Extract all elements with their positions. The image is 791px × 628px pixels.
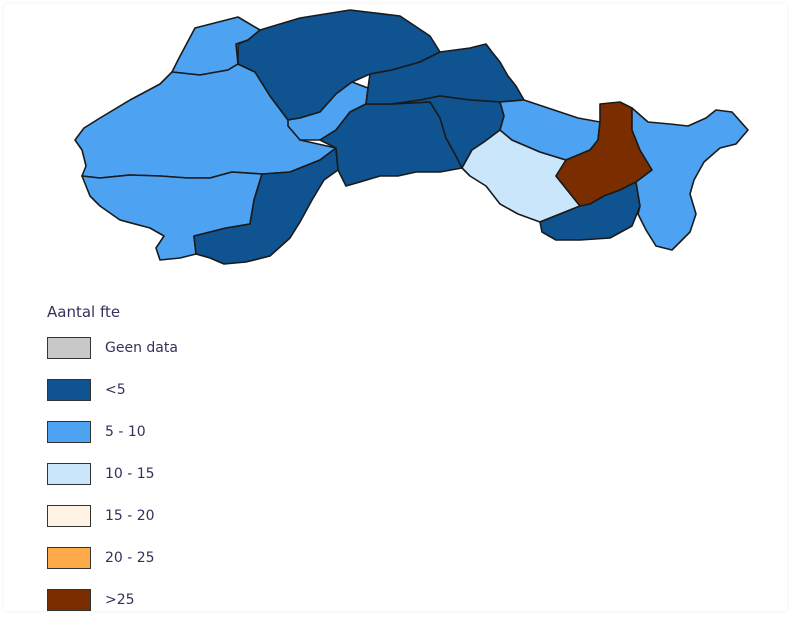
legend-swatch — [47, 505, 91, 527]
legend-swatch — [47, 337, 91, 359]
legend-item-5-10[interactable]: 5 - 10 — [47, 418, 347, 446]
legend-item-geen-data[interactable]: Geen data — [47, 334, 347, 362]
choropleth-map — [74, 9, 749, 265]
legend-swatch — [47, 379, 91, 401]
legend-swatch — [47, 421, 91, 443]
legend-item-20-25[interactable]: 20 - 25 — [47, 544, 347, 572]
region-far-east[interactable] — [631, 107, 749, 251]
legend-item-10-15[interactable]: 10 - 15 — [47, 460, 347, 488]
legend-item-gt25[interactable]: >25 — [47, 586, 347, 614]
legend-label: <5 — [105, 382, 126, 398]
legend-swatch — [47, 547, 91, 569]
legend-swatch — [47, 463, 91, 485]
legend-label: 20 - 25 — [105, 550, 155, 566]
legend-label: >25 — [105, 592, 135, 608]
legend-item-lt5[interactable]: <5 — [47, 376, 347, 404]
legend-item-15-20[interactable]: 15 - 20 — [47, 502, 347, 530]
legend-label: 10 - 15 — [105, 466, 155, 482]
legend-label: 5 - 10 — [105, 424, 146, 440]
legend-swatch — [47, 589, 91, 611]
legend-label: Geen data — [105, 340, 178, 356]
legend: Aantal fte Geen data <5 5 - 10 10 - 15 1… — [47, 300, 347, 628]
legend-label: 15 - 20 — [105, 508, 155, 524]
legend-title: Aantal fte — [47, 303, 121, 321]
